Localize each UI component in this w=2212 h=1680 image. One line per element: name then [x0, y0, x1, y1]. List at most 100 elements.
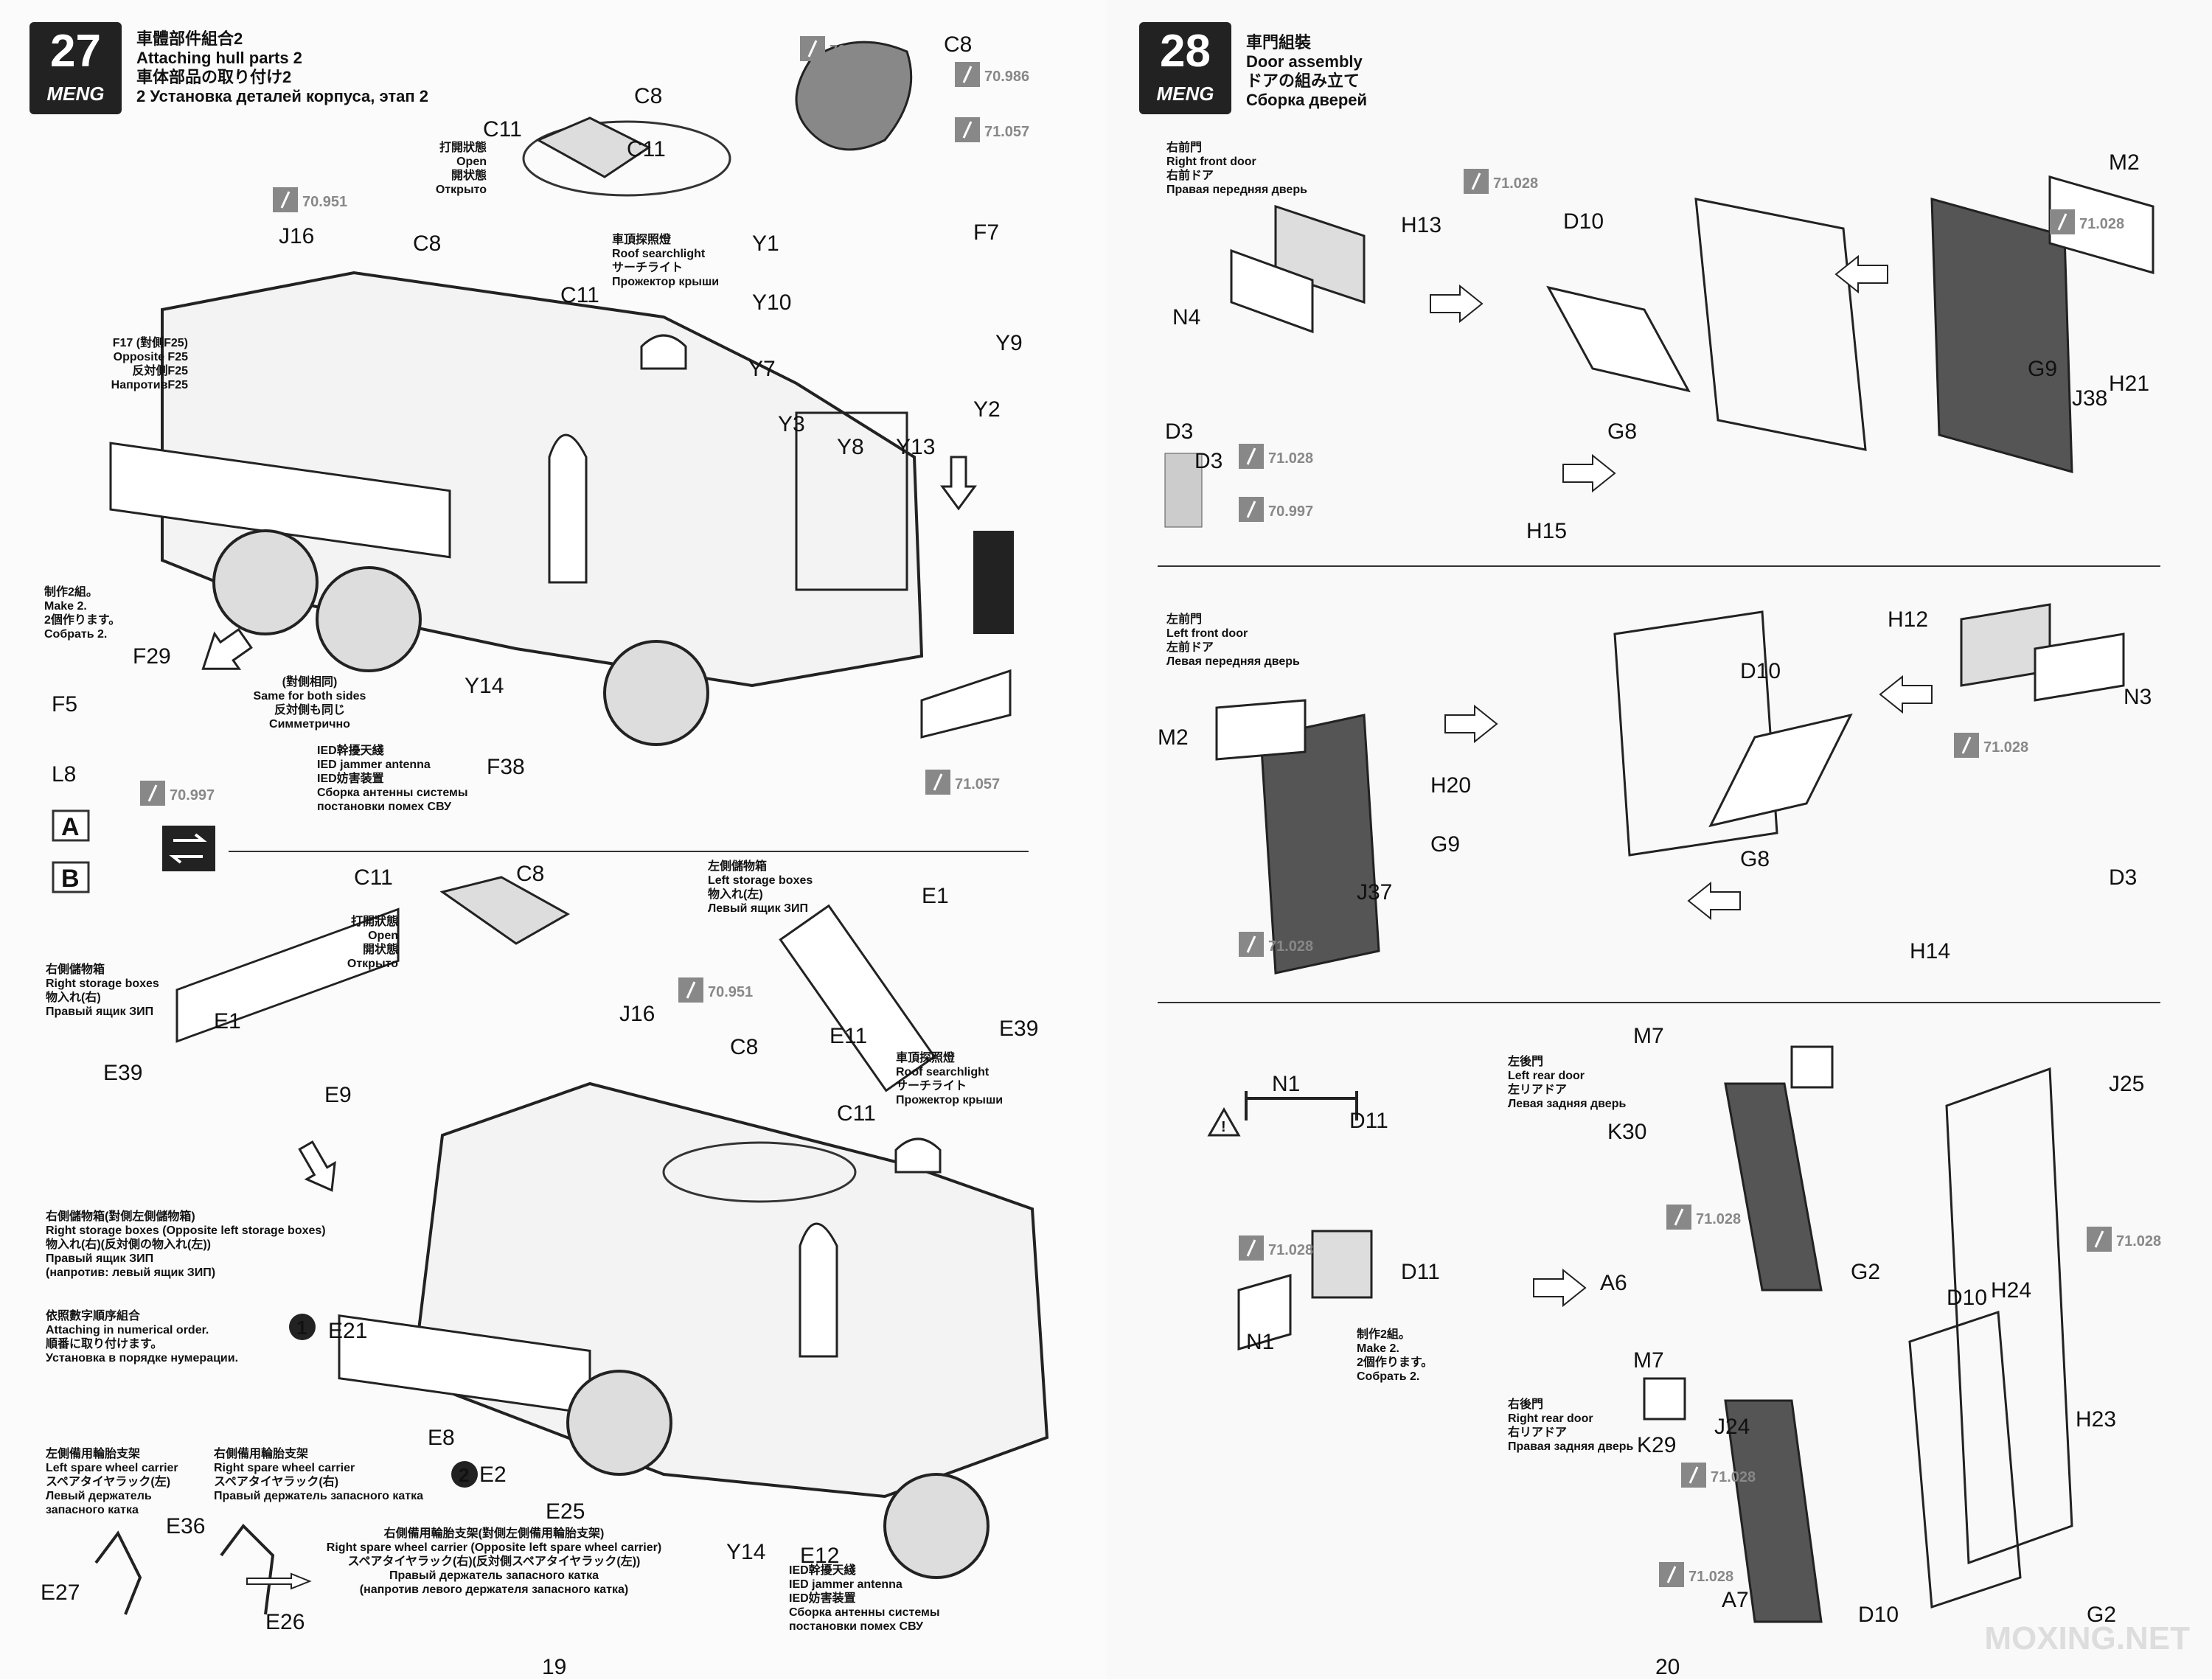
part-label: C8 [634, 84, 662, 108]
right-boxes-note-line: Right storage boxes [46, 977, 159, 990]
arrow-right-1 [1430, 284, 1484, 324]
right-carrier-opp-note-line: スペアタイヤラック(右)(反対側スペアタイヤラック(左)) [348, 1554, 641, 1568]
make2-note-line: 制作2組。 [44, 585, 98, 599]
part-label: E9 [324, 1083, 352, 1107]
paint-swatch-d3 [1164, 453, 1203, 528]
searchlight-a [640, 334, 687, 370]
part-label: E8 [428, 1426, 455, 1450]
right-carrier-opp-note-line: Right spare wheel carrier (Opposite left… [327, 1541, 661, 1554]
part-label: A6 [1600, 1271, 1627, 1295]
left-boxes-note-line: 物入れ(左) [708, 887, 763, 901]
same-note-line: Симметрично [269, 718, 350, 731]
part-label: F29 [133, 644, 171, 669]
part-label: J25 [2109, 1072, 2144, 1096]
door-panel-dark-2 [1259, 714, 1380, 975]
rear-right-note-line: Right rear door [1508, 1412, 1593, 1425]
wheel-carrier-left [94, 1530, 142, 1615]
searchlight-b [894, 1137, 942, 1174]
step-28-badge: 28 MENG [1139, 22, 1231, 114]
antenna-note-line: постановки помех СВУ [317, 801, 452, 813]
left-carrier-note-line: Левый держатель [46, 1490, 152, 1502]
searchlight-note-line: サーチライト [612, 261, 683, 274]
rear-left-note-line: Левая задняя дверь [1508, 1098, 1626, 1110]
part-label: D11 [1349, 1109, 1388, 1133]
part-label: Y3 [778, 412, 805, 436]
brush-stroke-icon [2094, 1230, 2104, 1248]
part-label: C11 [560, 283, 599, 307]
part-label: E25 [546, 1499, 585, 1524]
door-note-line: 右前門 [1166, 140, 1202, 154]
numeric-note-line: Attaching in numerical order. [46, 1324, 209, 1336]
panel-a-same-both-note: (對側相同)Same for both sides反対側も同じСимметрич… [254, 675, 366, 731]
step-number: 27 [50, 26, 101, 77]
brush-stroke-icon [1246, 1239, 1256, 1257]
paint-code: 71.028 [1711, 1469, 1756, 1485]
antenna-note-line: IED妨害装置 [789, 1591, 856, 1605]
panel-b-paint-codes: 70.951 [678, 977, 753, 1003]
title-ru: Сборка дверей [1246, 90, 1368, 109]
part-label: Y7 [748, 357, 776, 381]
order-2: 2 [459, 1464, 469, 1486]
part-label: D3 [1165, 419, 1193, 444]
part-label: D11 [1401, 1260, 1440, 1284]
part-label: F7 [973, 220, 999, 245]
hatch-cover-c11 [795, 41, 913, 151]
left-boxes-note-line: 左側儲物箱 [707, 859, 767, 873]
searchlight-note-line: 車頂探照燈 [612, 232, 672, 246]
part-label: G2 [2087, 1603, 2116, 1627]
part-label: J16 [619, 1002, 655, 1026]
part-label: E11 [830, 1024, 867, 1048]
assembly-arrow-a [201, 627, 253, 670]
brand-logo: MENG [1156, 83, 1214, 105]
part-label: C11 [627, 137, 666, 161]
part-label: Y14 [465, 674, 504, 698]
same-note-line: (對側相同) [282, 675, 338, 689]
order-2-circle [451, 1461, 478, 1488]
brush-stroke-icon [280, 191, 291, 209]
step-number: 28 [1160, 26, 1211, 77]
storage-box-e9 [175, 907, 400, 1043]
make2-note-line: Make 2. [44, 600, 87, 613]
part-label: H24 [1991, 1278, 2031, 1303]
antenna-note-line: IED妨害装置 [317, 771, 384, 785]
glass-m7-2 [1643, 1377, 1686, 1421]
brush-stroke-icon [1246, 935, 1256, 953]
part-label: D10 [1563, 209, 1604, 234]
open-note-line: 打開狀態 [439, 140, 487, 154]
step-title: 車體部件組合2 Attaching hull parts 2 車体部品の取り付け… [136, 29, 428, 106]
vehicle-hull-outline-b [411, 1081, 1049, 1499]
right-opp-note-line: Правый ящик ЗИП [46, 1252, 153, 1265]
rear-door-frame-right [1908, 1310, 2022, 1609]
wheel-a3 [603, 640, 709, 746]
arrow-left-2 [1879, 675, 1933, 714]
right-carrier-opp-note-line: Правый держатель запасного катка [389, 1569, 599, 1582]
part-label: E1 [214, 1009, 241, 1034]
frame-d11 [1311, 1230, 1373, 1299]
brush-stroke-icon [1246, 501, 1256, 518]
part-label: E39 [999, 1017, 1038, 1041]
part-label: D10 [1740, 659, 1781, 683]
part-label: H23 [2076, 1407, 2116, 1432]
brush-stroke-icon [1688, 1466, 1699, 1484]
part-label: E27 [41, 1580, 80, 1605]
swap-arrow-icon [169, 833, 207, 864]
right-opp-note-line: 物入れ(右)(反対側の物入れ(左)) [46, 1237, 211, 1251]
part-label: C8 [944, 32, 972, 57]
open-note-line: Open [368, 930, 398, 942]
opposite-note-line: Opposite F25 [114, 351, 188, 363]
part-label: L8 [52, 762, 76, 787]
rear-left-note-line: 左後門 [1507, 1054, 1543, 1068]
searchlight-note-line: Roof searchlight [896, 1066, 990, 1078]
step-title: 車門組裝 Door assembly ドアの組み立て Сборка дверей [1246, 33, 1367, 110]
